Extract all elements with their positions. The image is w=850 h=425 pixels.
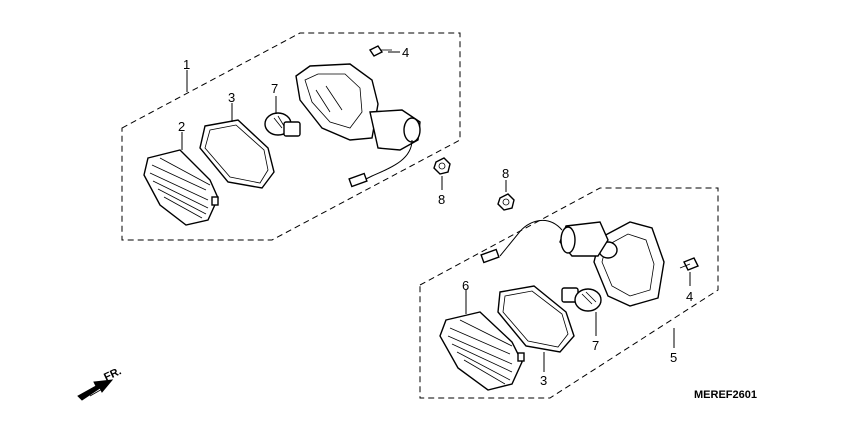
- callout-2: 2: [178, 119, 185, 134]
- callout-7-upper: 7: [271, 81, 278, 96]
- front-arrow-icon: [77, 379, 114, 401]
- upper-gasket: [199, 119, 275, 189]
- lower-housing: [480, 220, 665, 307]
- lower-nut: [497, 193, 515, 211]
- front-direction-label: FR.: [102, 365, 123, 383]
- upper-housing: [295, 63, 421, 188]
- callout-3-upper: 3: [228, 90, 235, 105]
- lower-bulb: [561, 287, 602, 312]
- lower-assembly-group: [419, 180, 719, 399]
- lower-gasket: [497, 285, 575, 353]
- callout-8-lower: 8: [502, 166, 509, 181]
- front-direction-indicator: FR.: [77, 365, 123, 401]
- upper-assembly-boundary: [121, 32, 461, 241]
- lower-screw: [679, 257, 699, 271]
- upper-assembly-group: [121, 32, 461, 241]
- callout-8-upper: 8: [438, 192, 445, 207]
- lower-assembly-boundary: [419, 187, 719, 399]
- upper-nut: [433, 157, 451, 175]
- callout-5: 5: [670, 350, 677, 365]
- callout-6: 6: [462, 278, 469, 293]
- upper-screw: [368, 45, 392, 57]
- callout-7-lower: 7: [592, 338, 599, 353]
- callout-3-lower: 3: [540, 373, 547, 388]
- diagram-code: MEREF2601: [694, 389, 757, 401]
- upper-bulb: [264, 112, 301, 137]
- callout-1: 1: [183, 57, 190, 72]
- callout-4-upper: 4: [402, 45, 409, 60]
- callout-4-lower: 4: [686, 289, 693, 304]
- lower-lens: [439, 311, 525, 391]
- upper-lens: [143, 149, 219, 226]
